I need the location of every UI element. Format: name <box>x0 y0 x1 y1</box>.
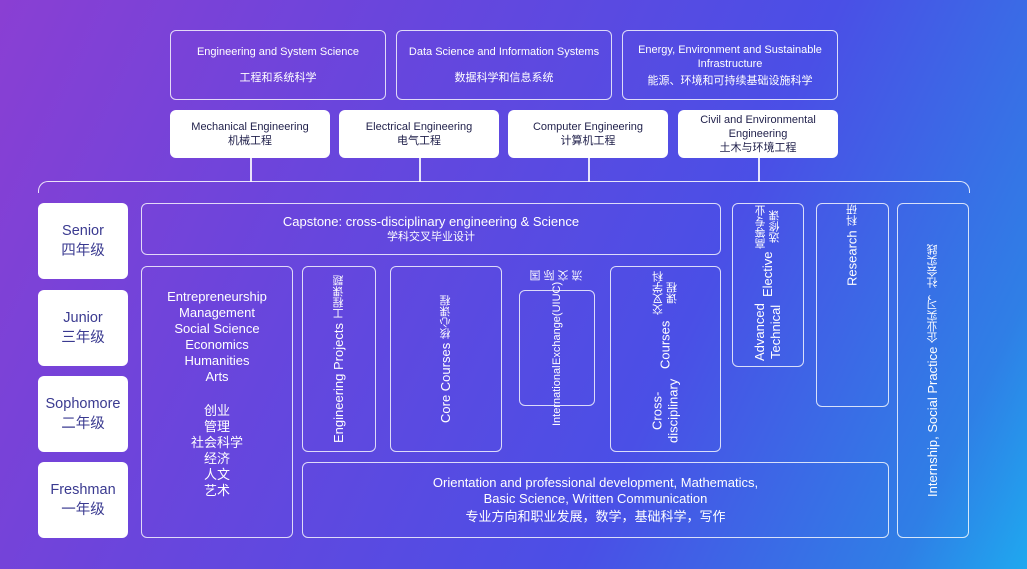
orientation-zh: 专业方向和职业发展，数学，基础科学，写作 <box>465 509 726 524</box>
eng-projects-en: Engineering Projects <box>331 323 346 443</box>
liberal-en-3: Economics <box>185 337 249 352</box>
school-en: Engineering and System Science <box>196 46 360 58</box>
major-en: Computer Engineering <box>532 121 644 133</box>
school-zh: 能源、环境和可持续基础设施科学 <box>647 74 813 87</box>
liberal-zh-2: 社会科学 <box>190 435 243 450</box>
bracket <box>38 181 970 193</box>
school-box-engineering-system-science: Engineering and System Science 工程和系统科学 <box>170 30 386 100</box>
major-zh: 机械工程 <box>228 135 272 147</box>
cross-en1: Cross-disciplinary <box>649 378 681 444</box>
internship-en: Internship, Social Practice <box>925 346 940 498</box>
intl-en1: International <box>551 365 563 427</box>
cross-disciplinary-box: Cross-disciplinary Courses 交叉学科课程 <box>610 266 721 452</box>
major-en: Civil and Environmental Engineering <box>700 114 816 140</box>
capstone-en: Capstone: cross-disciplinary engineering… <box>282 214 580 229</box>
major-box-electrical: Electrical Engineering 电气工程 <box>339 110 499 158</box>
core-courses-box: Core Courses 核心课程 <box>390 266 502 452</box>
school-zh: 数据科学和信息系统 <box>454 72 554 84</box>
cross-en2: Courses <box>657 320 673 369</box>
major-zh: 电气工程 <box>397 135 441 147</box>
advanced-elective-box: Advanced Technical Elective 高等专业选修课 <box>732 203 804 367</box>
orientation-box: Orientation and professional development… <box>302 462 889 538</box>
capstone-box: Capstone: cross-disciplinary engineering… <box>141 203 721 255</box>
major-zh: 计算机工程 <box>560 135 616 147</box>
core-courses-en: Core Courses <box>438 342 453 424</box>
internship-zh: 企业实习，社会实践 <box>927 243 939 343</box>
liberal-en-5: Arts <box>205 369 229 384</box>
liberal-zh-5: 艺术 <box>203 483 230 498</box>
research-en: Research <box>844 230 860 286</box>
year-junior: Junior 三年级 <box>38 290 128 366</box>
intl-zh: 国际交流 <box>530 269 584 281</box>
liberal-zh-1: 管理 <box>203 419 230 434</box>
liberal-en-0: Entrepreneurship <box>167 289 267 304</box>
orientation-en1: Orientation and professional development… <box>432 475 759 490</box>
connector-line <box>758 158 760 182</box>
major-box-civil: Civil and Environmental Engineering 土木与环… <box>678 110 838 158</box>
research-zh: 科研 <box>846 204 859 226</box>
major-en: Mechanical Engineering <box>191 121 309 133</box>
core-courses-zh: 核心课程 <box>440 294 452 339</box>
capstone-zh: 学科交叉毕业设计 <box>387 231 475 243</box>
research-box: Research 科研 <box>816 203 889 407</box>
year-sophomore: Sophomore 二年级 <box>38 376 128 452</box>
school-en: Energy, Environment and Sustainable Infr… <box>638 43 822 70</box>
orientation-en2: Basic Science, Written Communication <box>483 491 708 506</box>
adv-en2: Elective <box>760 251 775 297</box>
liberal-en-4: Humanities <box>184 353 250 368</box>
adv-zh: 高等专业选修课 <box>755 204 781 249</box>
eng-projects-zh: 工程课题 <box>333 275 345 320</box>
engineering-projects-box: Engineering Projects 工程课题 <box>302 266 376 452</box>
international-exchange-box: International Exchange(UIUC) 国际交流 <box>519 270 595 426</box>
liberal-en-1: Management <box>179 305 255 320</box>
school-zh: 工程和系统科学 <box>239 72 317 84</box>
liberal-zh-3: 经济 <box>203 451 230 466</box>
school-box-energy-environment: Energy, Environment and Sustainable Infr… <box>622 30 838 100</box>
adv-en1: Advanced Technical <box>752 303 783 362</box>
internship-box: Internship, Social Practice 企业实习，社会实践 <box>897 203 969 538</box>
connector-line <box>588 158 590 182</box>
liberal-zh-0: 创业 <box>203 403 230 418</box>
school-en: Data Science and Information Systems <box>408 46 600 58</box>
major-zh: 土木与环境工程 <box>719 142 797 154</box>
school-box-data-science: Data Science and Information Systems 数据科… <box>396 30 612 100</box>
connector-line <box>419 158 421 182</box>
major-en: Electrical Engineering <box>365 121 473 133</box>
year-freshman: Freshman 一年级 <box>38 462 128 538</box>
cross-zh: 交叉学科课程 <box>652 270 679 315</box>
year-senior: Senior 四年级 <box>38 203 128 279</box>
major-box-mechanical: Mechanical Engineering 机械工程 <box>170 110 330 158</box>
liberal-arts-box: Entrepreneurship Management Social Scien… <box>141 266 293 538</box>
connector-line <box>250 158 252 182</box>
liberal-en-2: Social Science <box>174 321 260 336</box>
major-box-computer: Computer Engineering 计算机工程 <box>508 110 668 158</box>
liberal-zh-4: 人文 <box>203 467 230 482</box>
intl-en2: Exchange(UIUC) <box>551 281 563 365</box>
